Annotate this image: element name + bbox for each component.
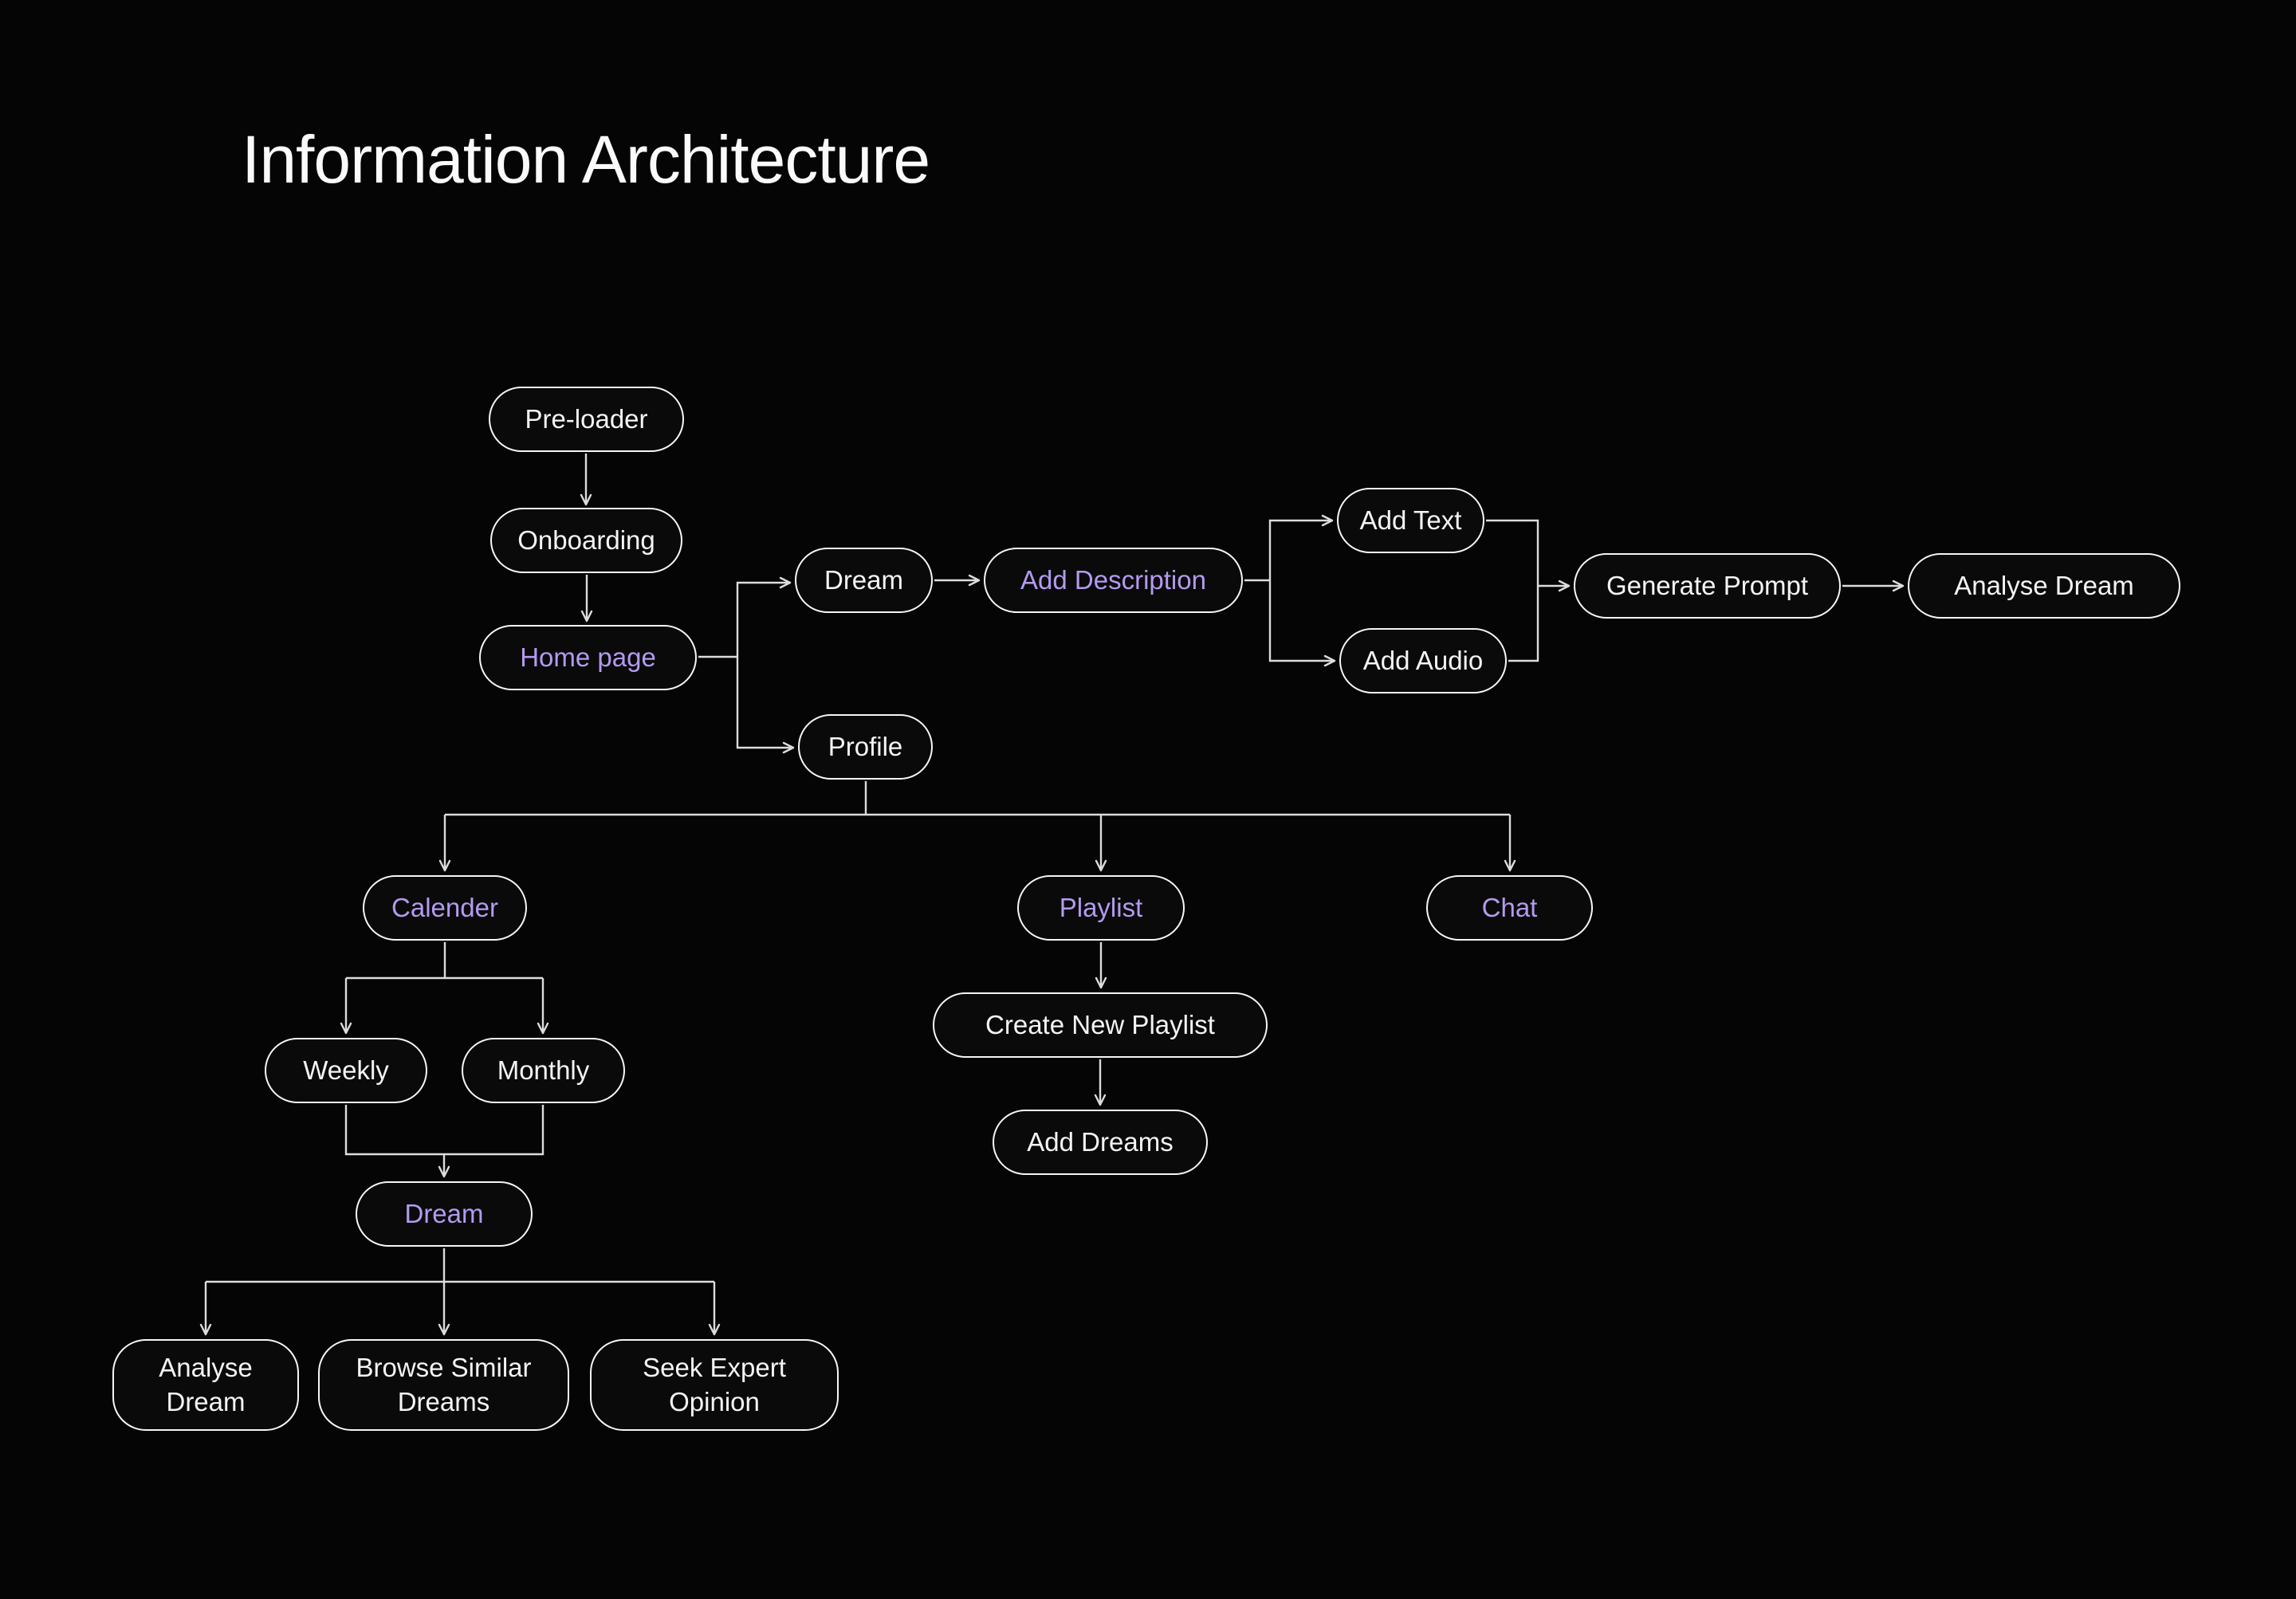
node-label-weekly: Weekly [303,1055,389,1085]
node-label-dream-detail: Dream [404,1198,484,1228]
node-label-add-dreams: Add Dreams [1027,1126,1174,1157]
node-pre-loader: Pre-loader [489,387,684,452]
node-playlist: Playlist [1017,875,1185,941]
node-add-audio: Add Audio [1339,628,1507,693]
node-calender: Calender [363,875,527,941]
node-monthly: Monthly [462,1038,625,1103]
page-title: Information Architecture [242,122,930,197]
node-chat: Chat [1426,875,1593,941]
node-label-analyse-dream: Analyse Dream [1954,570,2134,600]
edge-weekly-monthly-merge [344,1105,545,1156]
node-label-generate-prompt: Generate Prompt [1606,570,1809,600]
node-label-add-audio: Add Audio [1362,645,1484,675]
node-add-description: Add Description [984,548,1243,613]
node-label-chat: Chat [1481,892,1538,922]
node-label-calender: Calender [391,892,498,922]
node-label-add-description: Add Description [1020,564,1206,595]
node-label-browse-similar-dreams: Browse Similar Dreams [356,1353,532,1416]
edge-home-page-to-dream [736,576,792,657]
node-home-page: Home page [479,625,697,690]
edge-home-page-to-profile [736,657,795,754]
node-label-profile: Profile [828,731,903,761]
node-label-pre-loader: Pre-loader [525,403,648,434]
node-dream: Dream [795,548,933,613]
node-label-analyse-dream-detail: Analyse Dream [159,1353,253,1416]
edge-add-description-to-add-text [1268,514,1334,580]
edge-add-description-to-add-audio [1268,580,1336,667]
node-label-playlist: Playlist [1059,892,1143,922]
node-label-onboarding: Onboarding [517,524,655,555]
node-create-new-playlist: Create New Playlist [933,992,1268,1058]
node-label-home-page: Home page [520,642,656,672]
node-label-add-text: Add Text [1359,505,1462,535]
node-weekly: Weekly [265,1038,427,1103]
node-browse-similar-dreams: Browse Similar Dreams [318,1339,569,1431]
node-analyse-dream-detail: Analyse Dream [112,1339,299,1431]
node-profile: Profile [798,714,933,780]
node-label-create-new-playlist: Create New Playlist [985,1009,1215,1039]
node-add-dreams: Add Dreams [993,1110,1208,1175]
node-onboarding: Onboarding [490,508,682,573]
node-add-text: Add Text [1337,488,1484,553]
node-analyse-dream: Analyse Dream [1908,553,2180,619]
node-label-monthly: Monthly [497,1055,590,1085]
node-generate-prompt: Generate Prompt [1574,553,1841,619]
node-label-dream: Dream [824,564,904,595]
node-seek-expert-opinion: Seek Expert Opinion [590,1339,839,1431]
node-dream-detail: Dream [356,1181,533,1247]
node-label-seek-expert-opinion: Seek Expert Opinion [643,1353,786,1416]
